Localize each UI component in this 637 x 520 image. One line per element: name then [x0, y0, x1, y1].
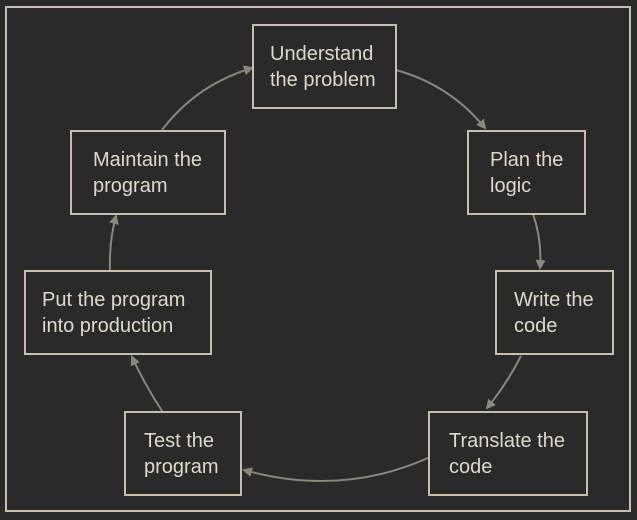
step-maintain-label: Maintain the program — [93, 148, 202, 197]
step-test-label: Test the program — [144, 429, 219, 478]
arrow-maintain-to-understand — [161, 65, 254, 131]
step-test-the-program: Test the program — [124, 411, 242, 496]
step-write-label: Write the code — [514, 288, 594, 337]
step-write-the-code: Write the code — [495, 270, 614, 355]
step-maintain-the-program: Maintain the program — [70, 130, 226, 215]
arrow-plan-to-write — [532, 213, 546, 270]
arrow-test-to-production — [130, 355, 163, 412]
step-plan-the-logic: Plan the logic — [467, 130, 586, 215]
arrow-production-to-maintain — [108, 214, 119, 271]
arrow-understand-to-plan — [395, 69, 487, 130]
step-production-label: Put the program into production — [42, 288, 186, 337]
step-translate-label: Translate the code — [449, 429, 565, 478]
arrow-translate-to-test — [242, 457, 429, 483]
arrow-write-to-translate — [485, 355, 522, 410]
step-plan-label: Plan the logic — [490, 148, 564, 197]
step-understand-the-problem: Understand the problem — [252, 24, 397, 109]
step-translate-the-code: Translate the code — [428, 411, 588, 496]
diagram-border — [5, 6, 631, 512]
step-understand-label: Understand the problem — [270, 42, 376, 91]
step-put-into-production: Put the program into production — [24, 270, 212, 355]
